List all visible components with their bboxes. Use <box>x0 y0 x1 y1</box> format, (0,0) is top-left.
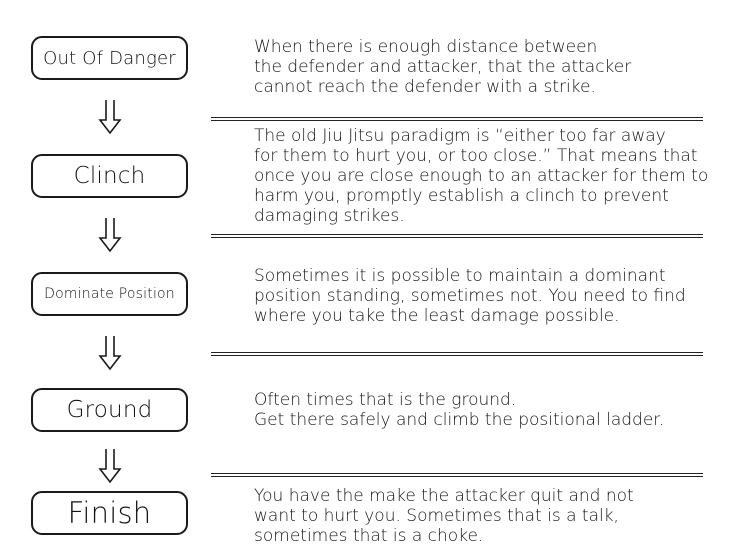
stage-box-dominate-position: Dominate Position <box>31 272 188 316</box>
section-divider <box>211 473 703 477</box>
section-divider <box>211 352 703 356</box>
description-dominate-position: Sometimes it is possible to maintain a d… <box>254 266 686 326</box>
down-arrow-icon <box>98 449 122 484</box>
section-divider <box>211 234 703 238</box>
down-arrow-icon <box>98 100 122 135</box>
stage-box-out-of-danger: Out Of Danger <box>31 36 188 80</box>
description-out-of-danger: When there is enough distance between th… <box>254 37 632 97</box>
stage-box-finish: Finish <box>31 491 188 535</box>
down-arrow-icon <box>98 218 122 253</box>
stage-box-clinch: Clinch <box>31 154 188 198</box>
description-clinch: The old Jiu Jitsu paradigm is “either to… <box>254 126 709 226</box>
description-ground: Often times that is the ground. Get ther… <box>254 390 665 430</box>
section-divider <box>211 117 703 121</box>
down-arrow-icon <box>98 336 122 371</box>
stage-box-ground: Ground <box>31 388 188 432</box>
description-finish: You have the make the attacker quit and … <box>254 486 634 546</box>
